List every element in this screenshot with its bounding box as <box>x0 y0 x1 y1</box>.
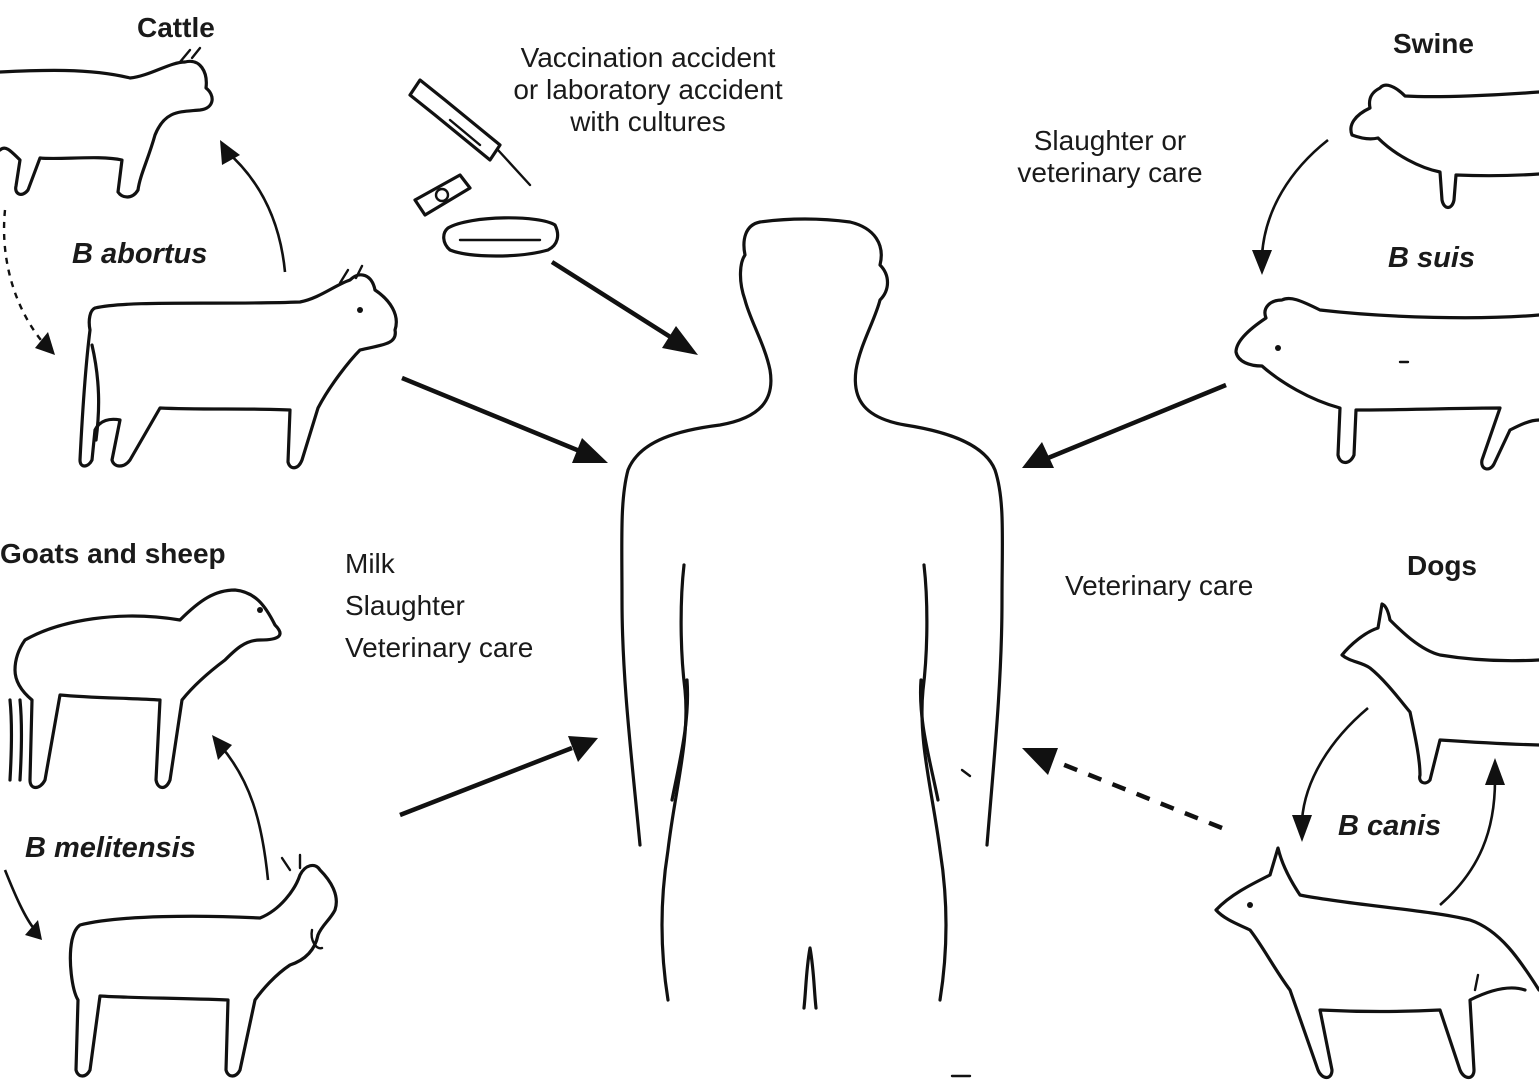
goat-route-line-2: Slaughter <box>345 585 533 627</box>
dogs-label: Dogs <box>1407 550 1477 582</box>
swine-route-line-1: Slaughter or <box>990 125 1230 157</box>
b-canis-label: B canis <box>1338 810 1441 843</box>
swine-label: Swine <box>1393 28 1474 60</box>
sheep-drawing <box>10 590 280 788</box>
cattle-bottom-drawing <box>80 266 396 468</box>
cattle-label: Cattle <box>137 12 215 44</box>
dog-route-text: Veterinary care <box>1065 570 1253 602</box>
dog-top-drawing <box>1342 604 1539 783</box>
swine-bottom-drawing <box>1236 298 1539 468</box>
arrow-swine-to-human <box>1022 385 1226 468</box>
cattle-top-drawing <box>0 48 212 197</box>
swine-top-drawing <box>1351 85 1539 207</box>
arrow-lab-to-human <box>552 262 698 355</box>
swine-route-line-2: veterinary care <box>990 157 1230 189</box>
b-suis-label: B suis <box>1388 242 1475 275</box>
arrow-goat-to-human <box>400 736 598 815</box>
lab-route-line-2: or laboratory accident <box>478 74 818 106</box>
b-melitensis-label: B melitensis <box>25 832 196 865</box>
dog-bottom-drawing <box>1216 848 1539 1078</box>
goats-and-sheep-label: Goats and sheep <box>0 538 226 570</box>
arrow-dog-to-human <box>1022 748 1222 828</box>
lab-route-text: Vaccination accident or laboratory accid… <box>478 42 818 139</box>
goat-route-line-3: Veterinary care <box>345 627 533 669</box>
arrow-cattle-to-human <box>402 378 608 463</box>
goat-route-line-1: Milk <box>345 543 533 585</box>
b-abortus-label: B abortus <box>72 238 207 271</box>
dog-cycle-arrows <box>1292 708 1505 905</box>
swine-cycle-arrow <box>1252 140 1328 275</box>
goat-route-text: Milk Slaughter Veterinary care <box>345 543 533 669</box>
lab-route-line-1: Vaccination accident <box>478 42 818 74</box>
goat-drawing <box>70 855 336 1076</box>
lab-route-line-3: with cultures <box>478 106 818 138</box>
swine-route-text: Slaughter or veterinary care <box>990 125 1230 189</box>
